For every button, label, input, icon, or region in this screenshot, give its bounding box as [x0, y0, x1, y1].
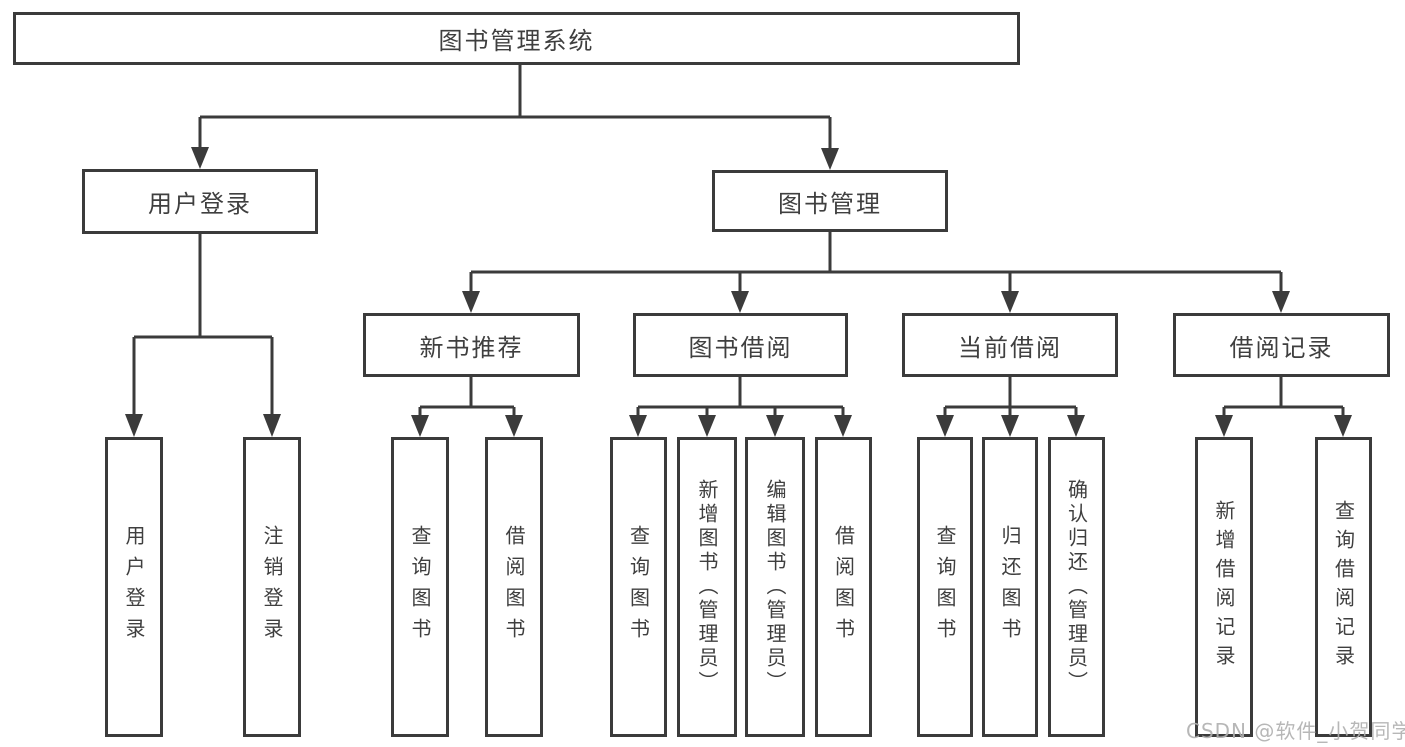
connector-current-borrow-children	[936, 377, 1085, 437]
leaf-query-books-recommend: 查询图书	[391, 437, 449, 737]
leaf-label: 借阅图书	[502, 525, 526, 649]
leaf-confirm-return-admin: 确认归还（管理员）	[1048, 437, 1105, 737]
leaf-label: 编辑图书（管理员）	[763, 479, 787, 695]
watermark: CSDN @软件_小贺同学	[1186, 719, 1405, 743]
leaf-edit-book-admin: 编辑图书（管理员）	[745, 437, 805, 737]
leaf-label: 查询图书	[626, 525, 651, 649]
leaf-user-login: 用户登录	[105, 437, 163, 737]
leaf-borrow-book: 借阅图书	[815, 437, 872, 737]
node-label: 当前借阅	[958, 333, 1062, 362]
connector-borrow-records-children	[1215, 377, 1352, 437]
node-label: 用户登录	[148, 190, 252, 218]
node-library-management-system: 图书管理系统	[13, 12, 1020, 65]
node-label: 借阅记录	[1229, 333, 1334, 362]
node-label: 新书推荐	[419, 333, 524, 362]
leaf-label: 新增图书（管理员）	[695, 479, 719, 695]
node-book-borrow: 图书借阅	[633, 313, 848, 377]
leaf-query-books-current: 查询图书	[917, 437, 973, 737]
leaf-label: 用户登录	[122, 525, 146, 649]
connector-root-to-level2	[191, 65, 839, 170]
leaf-logout: 注销登录	[243, 437, 301, 737]
leaf-label: 查询图书	[408, 525, 432, 649]
node-current-borrow: 当前借阅	[902, 313, 1118, 377]
node-new-book-recommend: 新书推荐	[363, 313, 580, 377]
leaf-label: 归还图书	[998, 525, 1022, 649]
leaf-query-borrow-record: 查询借阅记录	[1315, 437, 1372, 737]
leaf-label: 借阅图书	[831, 525, 856, 649]
leaf-label: 新增借阅记录	[1212, 500, 1236, 674]
leaf-label: 查询借阅记录	[1331, 500, 1356, 674]
node-borrow-records: 借阅记录	[1173, 313, 1390, 377]
connector-book-management-children	[462, 232, 1290, 313]
node-label: 图书借阅	[688, 333, 793, 362]
leaf-label: 确认归还（管理员）	[1064, 479, 1089, 695]
node-label: 图书管理系统	[438, 27, 595, 55]
connector-new-book-recommend-children	[411, 377, 523, 437]
leaf-add-book-admin: 新增图书（管理员）	[677, 437, 737, 737]
node-label: 图书管理	[778, 189, 882, 218]
connector-book-borrow-children	[629, 377, 852, 437]
leaf-return-book: 归还图书	[982, 437, 1038, 737]
node-book-management: 图书管理	[712, 170, 948, 232]
node-user-login: 用户登录	[82, 169, 318, 234]
leaf-borrow-book-recommend: 借阅图书	[485, 437, 543, 737]
connector-user-login-children	[125, 234, 281, 437]
leaf-label: 查询图书	[933, 525, 957, 649]
leaf-query-books-borrow: 查询图书	[610, 437, 667, 737]
leaf-label: 注销登录	[260, 525, 284, 649]
leaf-add-borrow-record: 新增借阅记录	[1195, 437, 1253, 737]
